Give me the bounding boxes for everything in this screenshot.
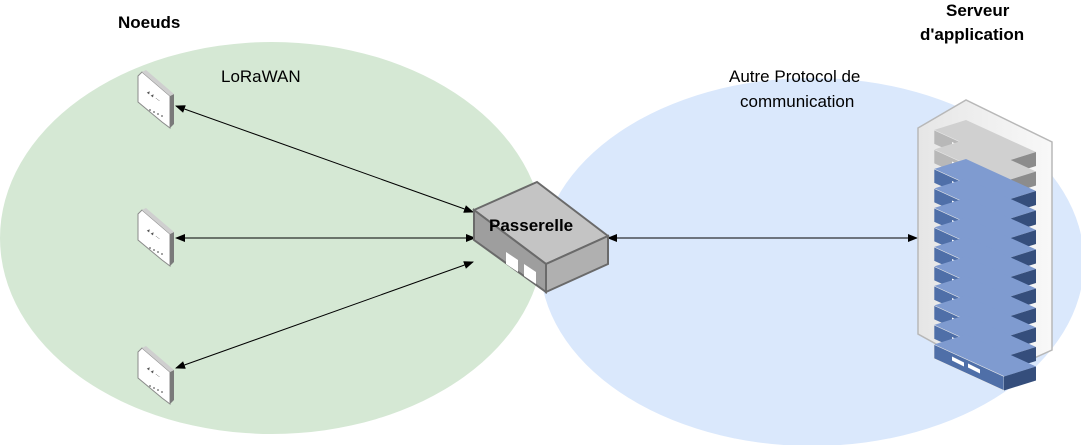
lora-node-icon: ▲▲ --- [137,208,174,267]
lorawan-label: LoRaWAN [221,67,301,86]
connections [175,105,918,369]
link-node-1-gateway [175,105,474,213]
other-protocol-label-line2: communication [740,92,855,111]
link-node-3-gateway [175,261,474,369]
other-protocol-label-line1: Autre Protocol de [729,67,861,86]
lora-node-icon: ▲▲ --- [137,70,174,129]
gateway-icon [472,180,610,294]
server-rack-icon [917,99,1053,391]
server-label-line1: Serveur [946,1,1010,20]
server-label-line2: d'application [920,25,1025,44]
gateway-label: Passerelle [489,216,574,235]
nodes-label: Noeuds [118,13,181,32]
lora-node-icon: ▲▲ --- [137,346,174,405]
server-unit [933,334,1036,391]
